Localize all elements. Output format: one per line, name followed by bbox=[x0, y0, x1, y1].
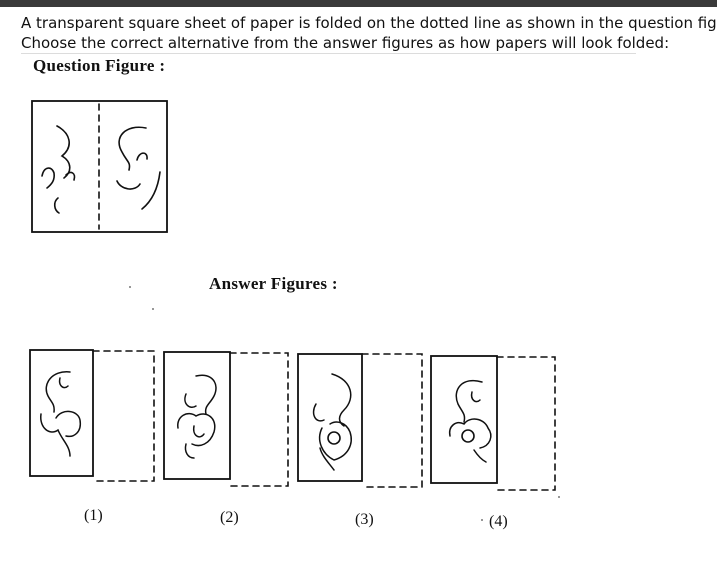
question-figure-heading: Question Figure : bbox=[33, 56, 166, 75]
answer-option-4 bbox=[430, 355, 556, 491]
answer-figures-heading: Answer Figures : bbox=[209, 274, 338, 293]
option-4-design bbox=[448, 379, 492, 463]
divider bbox=[21, 53, 636, 54]
question-figure bbox=[31, 100, 168, 233]
option-1-design bbox=[40, 371, 82, 457]
option-1-folded-half bbox=[29, 349, 94, 477]
question-figure-frame bbox=[31, 100, 168, 233]
option-2-folded-half bbox=[163, 351, 231, 480]
option-4-folded-half bbox=[430, 355, 498, 484]
option-3-label[interactable]: (3) bbox=[355, 511, 374, 528]
answer-option-2 bbox=[163, 351, 289, 487]
question-line-2: Choose the correct alternative from the … bbox=[21, 34, 670, 52]
scan-speck bbox=[129, 286, 131, 288]
right-design bbox=[116, 126, 161, 210]
scan-speck bbox=[558, 496, 560, 498]
left-design bbox=[41, 125, 76, 214]
option-4-label[interactable]: (4) bbox=[489, 513, 508, 530]
question-text: A transparent square sheet of paper is f… bbox=[21, 13, 717, 53]
option-4-unfolded-half bbox=[496, 356, 556, 491]
scan-speck bbox=[481, 519, 483, 521]
option-1-label[interactable]: (1) bbox=[84, 507, 103, 524]
option-2-unfolded-half bbox=[229, 352, 289, 487]
answer-option-1 bbox=[29, 349, 155, 482]
scan-speck bbox=[152, 308, 154, 310]
question-line-1: A transparent square sheet of paper is f… bbox=[21, 14, 717, 32]
option-2-design bbox=[177, 374, 217, 459]
option-3-folded-half bbox=[297, 353, 363, 482]
option-3-unfolded-half bbox=[361, 353, 423, 488]
top-bar bbox=[0, 0, 717, 7]
option-1-unfolded-half bbox=[92, 350, 155, 482]
answer-option-3 bbox=[297, 353, 423, 488]
option-2-label[interactable]: (2) bbox=[220, 509, 239, 526]
option-3-design bbox=[312, 373, 352, 471]
